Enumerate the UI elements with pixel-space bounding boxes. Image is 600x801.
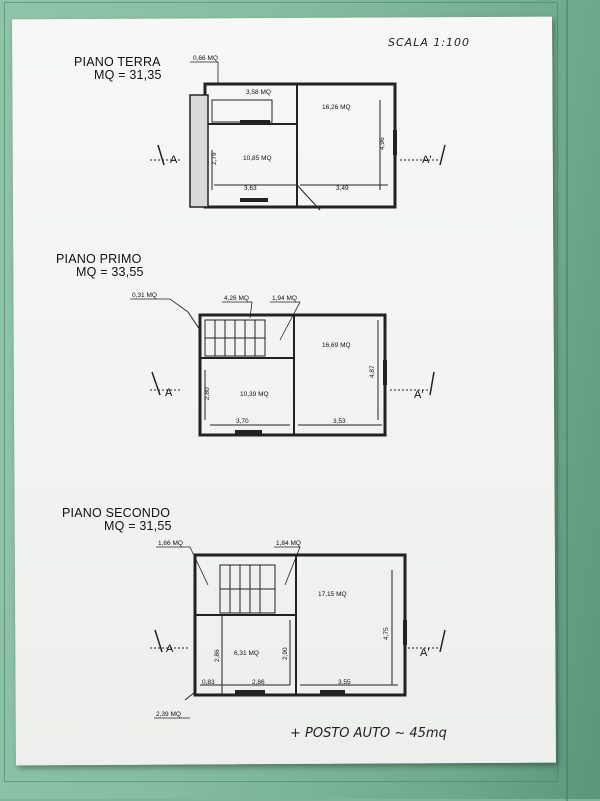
dim-label: 2,90 <box>282 647 289 660</box>
room-label: 16,69 MQ <box>322 342 351 349</box>
section-label-a-prime: A' <box>420 647 429 659</box>
section-label-a-prime: A' <box>414 389 423 401</box>
plan-primo <box>150 311 435 437</box>
floor-area-primo: MQ = 33,55 <box>76 265 144 279</box>
room-label: 0,66 MQ <box>193 55 218 62</box>
room-label: 6,31 MQ <box>234 650 259 657</box>
room-label: 0,31 MQ <box>132 292 157 299</box>
room-label: 16,26 MQ <box>322 104 351 111</box>
plan-terra <box>150 82 446 211</box>
room-label: 1,94 MQ <box>272 295 297 302</box>
room-label: 10,39 MQ <box>240 391 269 398</box>
folder-border <box>4 2 558 782</box>
parking-note: + POSTO AUTO ~ 45mq <box>290 726 447 741</box>
dim-label: 3,53 <box>333 418 346 425</box>
dim-label: 4,96 <box>379 137 386 150</box>
scale-note: SCALA 1:100 <box>388 36 471 49</box>
room-label: 1,66 MQ <box>158 540 183 547</box>
floor-title-primo: PIANO PRIMO <box>56 252 142 266</box>
dim-label: 2,86 <box>252 679 265 686</box>
room-label: 3,58 MQ <box>246 89 271 96</box>
dim-label: 2,79 <box>211 152 218 165</box>
room-label: 17,15 MQ <box>318 591 347 598</box>
room-label: 10,85 MQ <box>243 155 272 162</box>
dim-label: 3,55 <box>338 679 351 686</box>
room-label: 4,26 MQ <box>224 295 249 302</box>
floor-area-terra: MQ = 31,35 <box>94 68 162 82</box>
dim-label: 3,70 <box>236 418 249 425</box>
section-label-a: A <box>170 154 178 166</box>
section-label-a: A <box>165 387 173 399</box>
section-label-a: A <box>166 643 174 655</box>
dim-label: 4,87 <box>369 365 376 378</box>
floor-area-secondo: MQ = 31,55 <box>104 519 172 533</box>
dim-label: 3,63 <box>244 185 257 192</box>
room-label: 2,39 MQ <box>156 711 181 718</box>
dim-label: 4,75 <box>383 627 390 640</box>
dim-label: 0,83 <box>202 679 215 686</box>
dim-label: 2,86 <box>214 649 221 662</box>
floor-title-terra: PIANO TERRA <box>74 55 161 69</box>
floor-title-secondo: PIANO SECONDO <box>62 506 171 520</box>
plan-secondo <box>150 553 446 701</box>
dim-label: 2,80 <box>204 387 211 400</box>
section-label-a-prime: A' <box>422 154 431 166</box>
room-label: 1,84 MQ <box>276 540 301 547</box>
dim-label: 3,49 <box>336 185 349 192</box>
